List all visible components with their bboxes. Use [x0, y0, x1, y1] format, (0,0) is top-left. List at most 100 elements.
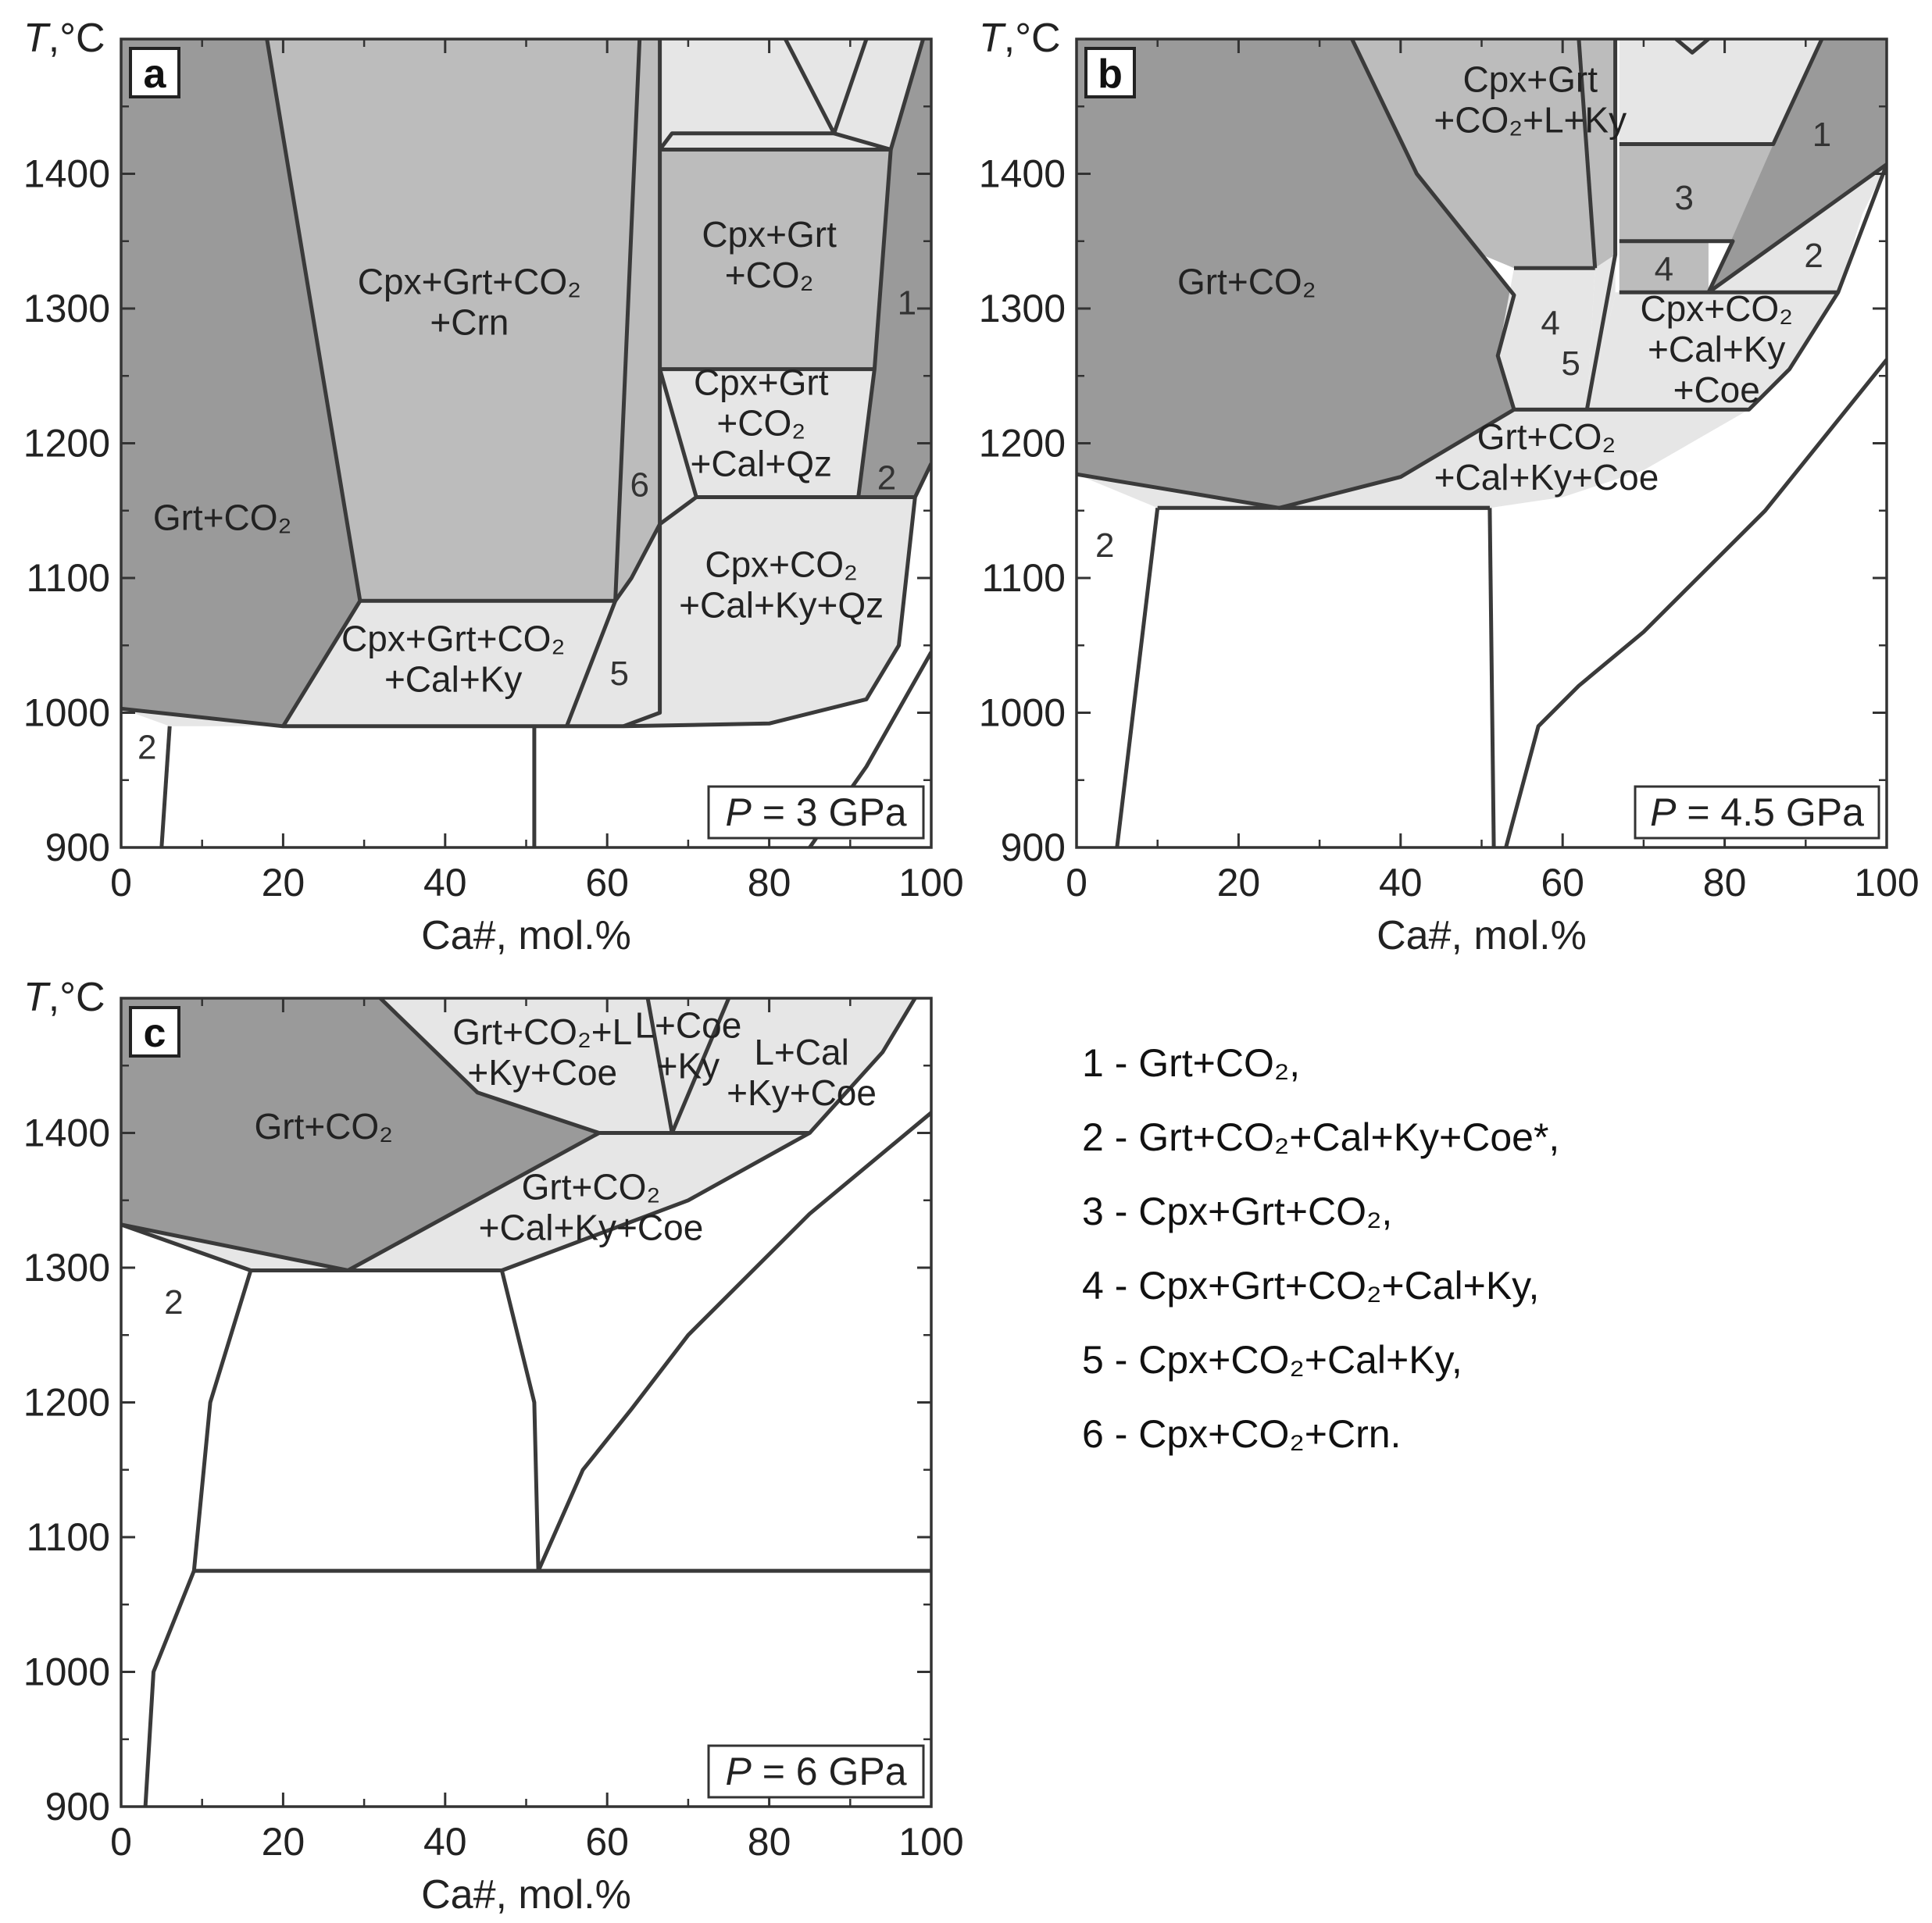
phase-boundary	[658, 368, 698, 498]
region-label: Cpx+Grt+CO₂+Crn	[358, 261, 581, 342]
phase-boundary	[670, 998, 731, 1134]
phase-boundary	[856, 149, 893, 498]
phase-region	[623, 497, 916, 726]
phase-region	[121, 39, 360, 726]
phase-region	[566, 524, 660, 726]
x-tick-label: 20	[1217, 861, 1261, 904]
phase-boundary	[645, 998, 674, 1133]
phase-region	[1157, 409, 1749, 508]
pressure-label: P = 3 GPa	[725, 790, 906, 834]
y-axis-title: T,°C	[23, 16, 105, 61]
panel-letter: a	[144, 52, 167, 97]
region-number-label: 2	[877, 459, 896, 498]
phase-boundary	[1584, 39, 1618, 410]
legend-item: 6 - Cpx+CO₂+Crn.	[1082, 1412, 1401, 1456]
y-tick-label: 1000	[23, 1650, 110, 1694]
x-tick-label: 100	[1854, 861, 1919, 904]
region-label: Grt+CO₂+L+Ky+Coe	[452, 1011, 632, 1093]
x-tick-label: 80	[748, 1820, 791, 1864]
x-tick-label: 80	[1703, 861, 1747, 904]
phase-boundary	[1350, 39, 1516, 411]
x-tick-label: 40	[423, 1820, 467, 1864]
phase-boundary	[1619, 239, 1735, 294]
region-label: L+Cal+Ky+Coe	[727, 1032, 877, 1113]
phase-region	[648, 998, 729, 1133]
phase-region	[1498, 268, 1595, 410]
phase-boundary	[499, 1269, 541, 1572]
y-axis-title: T,°C	[979, 16, 1061, 61]
y-tick-label: 1300	[23, 287, 110, 330]
y-tick-label: 1200	[23, 422, 110, 466]
phase-region	[266, 39, 640, 601]
x-tick-label: 100	[898, 861, 963, 904]
phase-boundary	[613, 523, 662, 602]
phase-boundary	[808, 998, 917, 1135]
region-label: 1	[898, 284, 916, 322]
phase-boundary	[191, 1269, 253, 1572]
phase-boundary	[784, 39, 869, 136]
region-number-label: 2	[137, 729, 156, 767]
y-tick-label: 1100	[981, 556, 1066, 600]
phase-boundary	[1115, 508, 1160, 847]
phase-region	[1619, 241, 1709, 293]
phase-boundary	[1577, 39, 1598, 269]
y-tick-label: 1000	[979, 691, 1066, 735]
region-label: 4	[1541, 304, 1559, 342]
region-label: Cpx+Grt+CO₂	[702, 214, 837, 295]
phase-region	[1587, 292, 1838, 410]
x-axis-title: Ca#, mol.%	[421, 1872, 631, 1918]
region-number-label: 6	[630, 466, 648, 504]
y-tick-label: 1000	[23, 691, 110, 735]
phase-boundary	[1487, 508, 1496, 847]
phase-boundary	[1674, 39, 1710, 55]
legend-item: 3 - Cpx+Grt+CO₂,	[1082, 1190, 1392, 1233]
region-label: 4	[1655, 250, 1673, 288]
y-tick-label: 1100	[26, 1515, 110, 1559]
panel-letter-box	[1084, 47, 1136, 98]
region-label: Cpx+CO₂+Cal+Ky+Qz	[679, 544, 884, 626]
y-tick-label: 1400	[23, 1111, 110, 1155]
phase-boundary	[536, 1111, 931, 1572]
phase-region	[380, 998, 673, 1133]
phase-boundary	[143, 1570, 196, 1807]
y-tick-label: 900	[1001, 826, 1066, 869]
x-tick-label: 100	[898, 1820, 963, 1864]
x-tick-label: 40	[423, 861, 467, 904]
x-axis-title: Ca#, mol.%	[1377, 913, 1587, 958]
region-number-label: 5	[1561, 344, 1580, 383]
x-tick-label: 60	[585, 1820, 629, 1864]
x-tick-label: 60	[1541, 861, 1584, 904]
panel-a: Grt+CO₂Cpx+Grt+CO₂+CrnCpx+Grt+CO₂+Cal+Ky…	[23, 16, 964, 958]
y-tick-label: 1400	[979, 152, 1066, 196]
region-label: 1	[1812, 116, 1831, 154]
legend-item: 4 - Cpx+Grt+CO₂+Cal+Ky,	[1082, 1264, 1539, 1308]
phase-region	[283, 601, 616, 726]
region-number-label: 5	[610, 655, 629, 693]
panels-group: Grt+CO₂Cpx+Grt+CO₂+CrnCpx+Grt+CO₂+Cal+Ky…	[23, 16, 1920, 1918]
y-tick-label: 900	[45, 826, 110, 869]
legend-item: 2 - Grt+CO₂+Cal+Ky+Coe*,	[1082, 1115, 1559, 1159]
region-label: Grt+CO₂	[1177, 262, 1316, 302]
pressure-label: P = 4.5 GPa	[1650, 790, 1864, 834]
phase-boundary	[1504, 358, 1887, 847]
region-number-label: 2	[164, 1283, 183, 1322]
phase-boundary	[348, 1131, 812, 1272]
y-axis-title: T,°C	[23, 975, 105, 1020]
phase-region	[348, 1133, 810, 1271]
phase-boundary	[1619, 39, 1824, 146]
phase-boundary	[121, 462, 931, 729]
x-tick-label: 20	[262, 861, 305, 904]
phase-boundary	[159, 726, 172, 847]
region-label: Cpx+Grt+CO₂+L+Ky	[1434, 59, 1627, 141]
region-label: L+Coe+Ky	[634, 1004, 741, 1086]
x-tick-label: 0	[1066, 861, 1087, 904]
x-tick-label: 60	[585, 861, 629, 904]
phase-boundary	[565, 600, 617, 727]
region-label: Cpx+Grt+CO₂+Cal+Qz	[690, 362, 832, 484]
panel-letter: b	[1098, 52, 1123, 97]
phase-boundary	[1707, 162, 1887, 294]
x-tick-label: 0	[110, 1820, 132, 1864]
